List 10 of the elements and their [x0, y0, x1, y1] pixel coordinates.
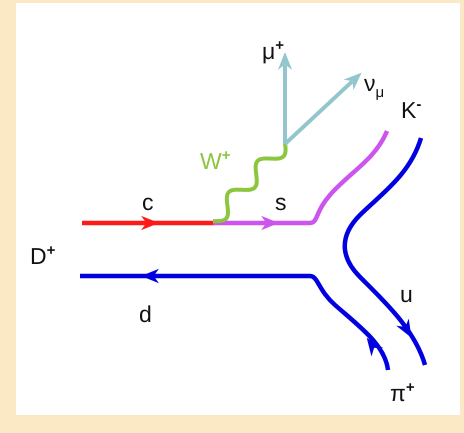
particle-label: W$^{+}$ — [200, 148, 230, 173]
particle-label: π$^{+}$ — [390, 380, 415, 405]
quark-label: d — [139, 303, 152, 326]
quark-label: c — [142, 191, 154, 214]
particle-label: ν$_{μ}$ — [364, 72, 384, 100]
particle-label: μ$^{+}$ — [262, 38, 284, 63]
quark-label: u — [400, 283, 413, 306]
quark-label: s — [275, 191, 286, 214]
particle-label: D$^{+}$ — [30, 243, 56, 268]
particle-label: K$^{-}$ — [401, 97, 422, 122]
